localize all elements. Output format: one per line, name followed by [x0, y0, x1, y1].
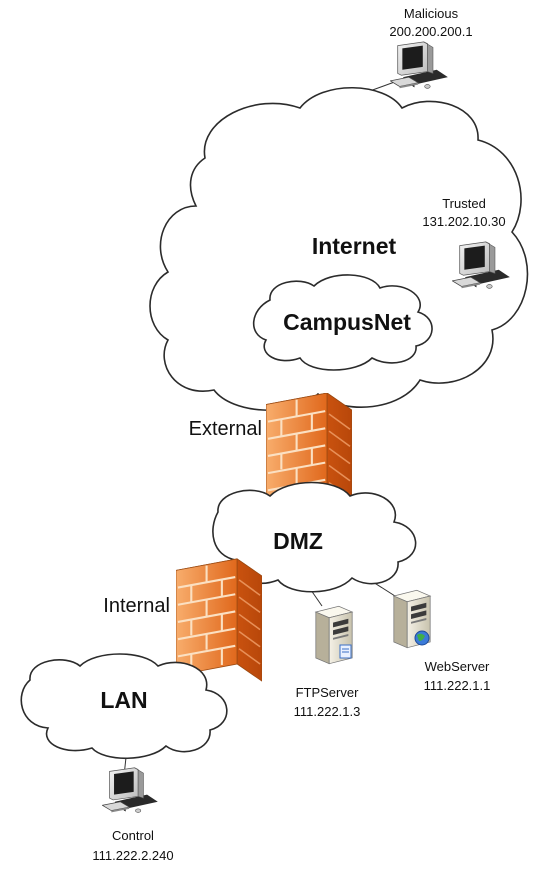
malicious-ip: 200.200.200.1	[389, 24, 472, 39]
trusted-node[interactable]: Trusted 131.202.10.30	[422, 196, 511, 289]
webserver-name: WebServer	[425, 659, 490, 674]
workstation-icon	[390, 41, 449, 89]
ftpserver-node[interactable]: FTPServer 111.222.1.3	[294, 605, 361, 719]
trusted-ip: 131.202.10.30	[422, 214, 505, 229]
control-node[interactable]: Control 111.222.2.240	[92, 767, 174, 863]
internal-firewall: Internal	[103, 557, 262, 683]
control-ip: 111.222.2.240	[92, 848, 173, 863]
webserver-ip: 111.222.1.1	[424, 678, 491, 693]
ftpserver-ip: 111.222.1.3	[294, 704, 361, 719]
internet-label: Internet	[312, 233, 397, 259]
webserver-node[interactable]: WebServer 111.222.1.1	[393, 589, 491, 693]
campusnet-cloud: CampusNet	[252, 274, 433, 371]
malicious-node[interactable]: Malicious 200.200.200.1	[389, 6, 473, 89]
internet-cloud: Internet	[149, 86, 529, 411]
malicious-name: Malicious	[404, 6, 459, 21]
trusted-name: Trusted	[442, 196, 486, 211]
external-firewall: External	[189, 393, 352, 517]
internal-label: Internal	[103, 595, 170, 617]
campusnet-label: CampusNet	[283, 309, 411, 335]
lan-label: LAN	[100, 687, 147, 713]
external-label: External	[189, 418, 262, 440]
ftpserver-name: FTPServer	[296, 685, 360, 700]
control-name: Control	[112, 828, 154, 843]
dmz-label: DMZ	[273, 528, 323, 554]
lan-cloud: LAN	[20, 653, 228, 760]
firewall-icon	[176, 557, 262, 683]
workstation-icon	[102, 767, 159, 813]
